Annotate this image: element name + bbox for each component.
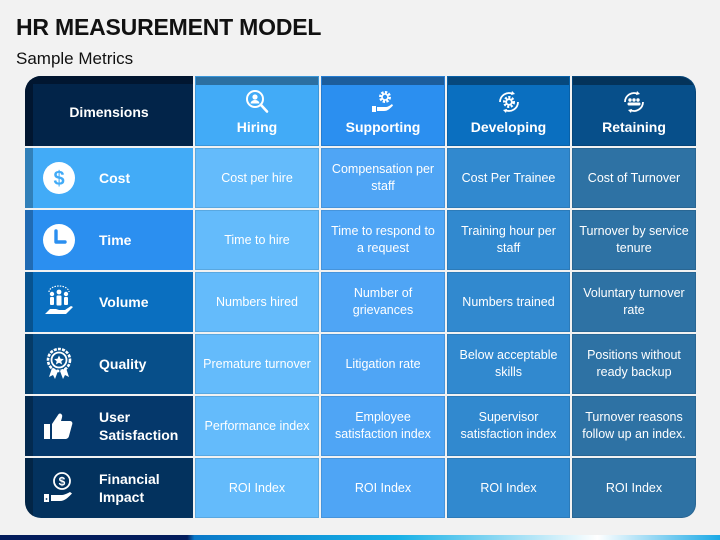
svg-text:$: $ [59, 475, 66, 489]
metric-text: Voluntary turnover rate [583, 286, 685, 317]
row-header-label: Time [99, 232, 132, 248]
metric-cell: Turnover reasons follow up an index. [572, 396, 696, 456]
metric-cell: ROI Index [572, 458, 696, 518]
row-header-cost: $ Cost [25, 148, 193, 208]
hand-dollar-icon: $ [41, 470, 77, 506]
column-header-label: Developing [470, 119, 547, 135]
metric-cell: Supervisor satisfaction index [447, 396, 570, 456]
metric-text: Below acceptable skills [459, 348, 558, 379]
metric-text: Number of grievances [352, 286, 414, 317]
row-header-label: User Satisfaction [99, 409, 179, 443]
metric-cell: Turnover by service tenure [572, 210, 696, 270]
metric-text: Numbers trained [462, 294, 555, 309]
metric-cell: Litigation rate [321, 334, 445, 394]
hr-measurement-table: Dimensions Hiring Supporting Developing Ret… [25, 76, 696, 521]
award-badge-icon [41, 346, 77, 382]
row-header-label: Cost [99, 170, 131, 186]
metric-text: Numbers hired [216, 294, 298, 309]
metric-text: ROI Index [480, 480, 537, 495]
metric-text: Litigation rate [345, 356, 421, 371]
row-header-time: Time [25, 210, 193, 270]
row-header-label: Quality [99, 356, 147, 372]
metric-cell: Voluntary turnover rate [572, 272, 696, 332]
metric-cell: Positions without ready backup [572, 334, 696, 394]
metric-text: Turnover by service tenure [579, 224, 689, 255]
row-header-quality: Quality [25, 334, 193, 394]
magnifier-person-icon [244, 89, 270, 115]
metric-cell: ROI Index [447, 458, 570, 518]
dimensions-header: Dimensions [25, 76, 193, 146]
metric-cell: Employee satisfaction index [321, 396, 445, 456]
metric-cell: Time to hire [195, 210, 319, 270]
metric-text: ROI Index [605, 480, 663, 495]
clock-icon [41, 222, 77, 258]
row-header-financial-impact: $ Financial Impact [25, 458, 193, 518]
metric-text: Positions without ready backup [587, 348, 681, 379]
metric-text: Supervisor satisfaction index [460, 410, 557, 441]
metric-cell: ROI Index [321, 458, 445, 518]
slide-subtitle: Sample Metrics [16, 49, 134, 68]
metric-cell: Training hour per staff [447, 210, 570, 270]
metric-text: Turnover reasons follow up an index. [582, 410, 686, 441]
metric-cell: Cost of Turnover [572, 148, 696, 208]
metric-text: Performance index [204, 418, 310, 433]
row-header-label: Financial Impact [99, 471, 160, 505]
metric-text: Cost of Turnover [587, 170, 681, 185]
dollar-circle-icon: $ [41, 160, 77, 196]
row-header-volume: Volume [25, 272, 193, 332]
metric-text: ROI Index [228, 480, 286, 495]
metric-cell: Time to respond to a request [321, 210, 445, 270]
metric-cell: Cost Per Trainee [447, 148, 570, 208]
metric-text: Premature turnover [203, 356, 311, 371]
metric-cell: Performance index [195, 396, 319, 456]
column-header-supporting: Supporting [321, 76, 445, 146]
metric-text: Time to respond to a request [331, 224, 435, 255]
column-header-label: Retaining [602, 119, 666, 135]
dimensions-header-label: Dimensions [69, 103, 149, 120]
cycle-team-icon [621, 89, 647, 115]
slide-title: HR MEASUREMENT MODEL [16, 14, 322, 40]
metric-text: Cost Per Trainee [461, 170, 556, 185]
column-header-hiring: Hiring [195, 76, 319, 146]
metric-cell: Numbers hired [195, 272, 319, 332]
hand-team-icon [41, 284, 77, 320]
cycle-gear-icon [496, 89, 522, 115]
hand-gear-icon [370, 89, 396, 115]
column-header-developing: Developing [447, 76, 570, 146]
metric-cell: Numbers trained [447, 272, 570, 332]
column-header-retaining: Retaining [572, 76, 696, 146]
svg-text:$: $ [53, 168, 64, 190]
thumbs-up-icon [41, 408, 77, 444]
metric-cell: Compensation per staff [321, 148, 445, 208]
column-header-label: Supporting [345, 119, 421, 135]
metric-cell: ROI Index [195, 458, 319, 518]
row-header-user-satisfaction: User Satisfaction [25, 396, 193, 456]
metric-cell: Premature turnover [195, 334, 319, 394]
metric-text: Cost per hire [221, 170, 293, 185]
column-header-label: Hiring [236, 119, 278, 135]
metric-text: Training hour per staff [461, 224, 556, 255]
metric-text: ROI Index [354, 480, 412, 495]
row-header-label: Volume [99, 294, 149, 310]
metric-text: Employee satisfaction index [335, 410, 431, 441]
metric-text: Compensation per staff [331, 162, 435, 193]
metric-cell: Below acceptable skills [447, 334, 570, 394]
metric-text: Time to hire [224, 232, 290, 247]
metric-cell: Number of grievances [321, 272, 445, 332]
metric-cell: Cost per hire [195, 148, 319, 208]
footer-gradient-bar [0, 535, 720, 540]
